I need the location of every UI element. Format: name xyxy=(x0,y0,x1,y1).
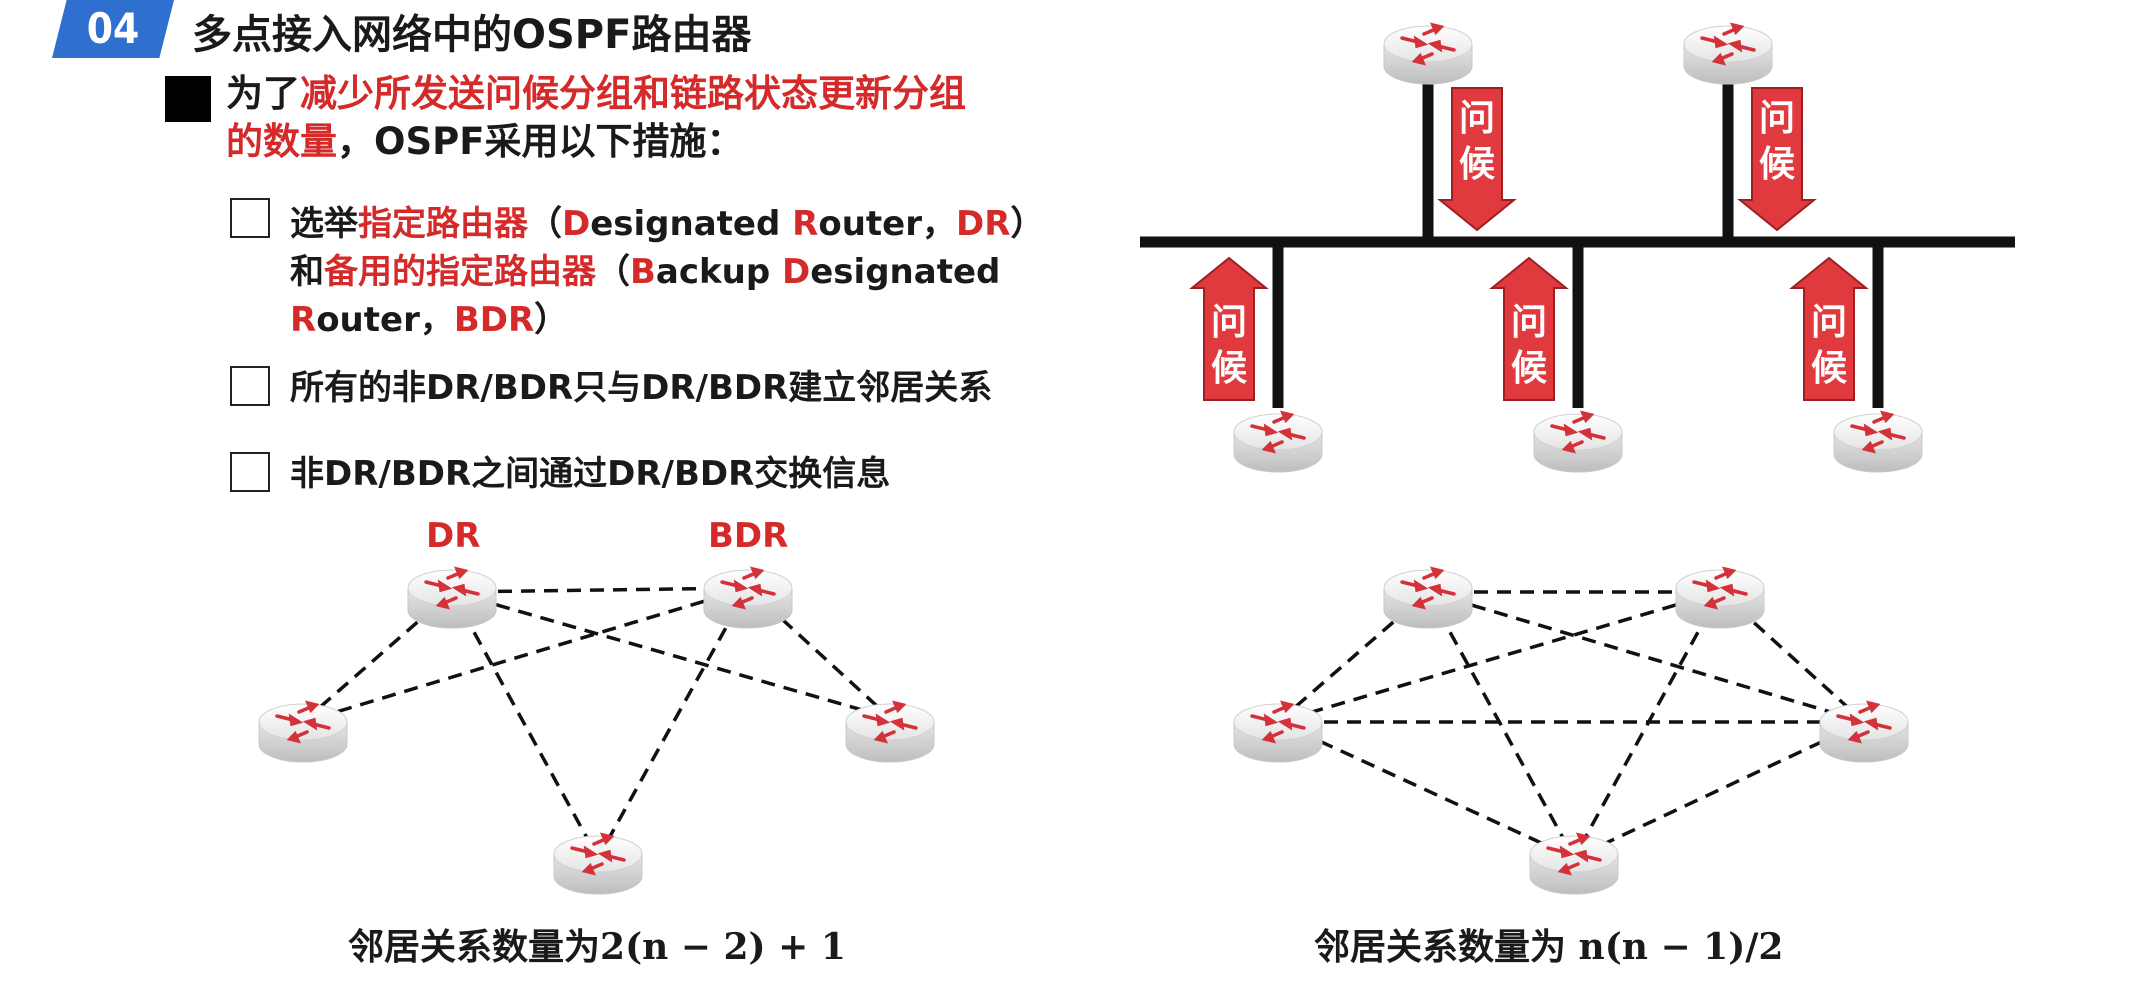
item-exchange-via-dr: 非DR/BDR之间通过DR/BDR交换信息 xyxy=(290,454,891,494)
router-icon xyxy=(1382,23,1474,86)
item1-text: （ xyxy=(596,252,630,292)
intro-prefix: 为了 xyxy=(226,72,300,115)
router-icon xyxy=(1818,701,1910,764)
hello-label: 问候 xyxy=(1810,302,1847,389)
item1-text: ） xyxy=(534,300,569,340)
hello-label: 问候 xyxy=(1210,302,1247,389)
intro-suffix: ，OSPF采用以下措施： xyxy=(337,120,744,163)
hello-arrow-up-icon xyxy=(1189,256,1869,401)
dr-formula: 邻居关系数量为2(n − 2) + 1 xyxy=(348,918,846,970)
hello-label: 问候 xyxy=(1458,98,1495,185)
intro-highlight-1: 减少所发送问候分组和链路状态更新分组 xyxy=(300,72,966,115)
item1-text: R xyxy=(792,204,819,244)
intro-highlight-2: 的数量 xyxy=(226,120,337,163)
router-icon xyxy=(1382,567,1474,630)
full-mesh-links xyxy=(1276,590,1866,860)
router-icon xyxy=(1832,411,1924,474)
bullet-square-icon xyxy=(165,76,211,122)
router-icon xyxy=(1232,411,1324,474)
item1-text: B xyxy=(630,252,656,292)
bus-network xyxy=(1140,80,2015,408)
item1-text: ） xyxy=(1010,204,1045,244)
item1-text: 选举 xyxy=(290,204,358,244)
dr-label: DR xyxy=(426,516,481,556)
router-icon xyxy=(1674,567,1766,630)
checkbox-icon xyxy=(230,366,270,406)
router-icon xyxy=(1528,833,1620,896)
router-icon xyxy=(844,701,936,764)
router-icon xyxy=(552,833,644,896)
router-dr-icon xyxy=(406,567,498,630)
mesh-formula-math: n(n − 1)/2 xyxy=(1578,926,1784,968)
item1-text: outer， xyxy=(316,300,454,340)
bdr-label: BDR xyxy=(708,516,789,556)
dr-formula-math: 2(n − 2) + 1 xyxy=(600,926,846,968)
page-title: 多点接入网络中的OSPF路由器 xyxy=(192,12,752,58)
router-icon xyxy=(1532,411,1624,474)
checkbox-icon xyxy=(230,198,270,238)
router-icon xyxy=(1682,23,1774,86)
item1-text: D xyxy=(562,204,591,244)
item1-text: R xyxy=(290,300,317,340)
dr-bdr-links xyxy=(301,586,892,859)
hello-arrow-down-icon xyxy=(1437,87,1817,232)
mesh-formula-text: 邻居关系数量为 xyxy=(1314,927,1579,968)
item1-text: 和 xyxy=(290,252,324,292)
item1-text: 指定路由器 xyxy=(358,204,528,244)
item1-text: outer， xyxy=(818,204,957,244)
router-bdr-icon xyxy=(702,567,794,630)
dr-formula-text: 邻居关系数量为 xyxy=(348,927,601,968)
router-icon xyxy=(1232,701,1324,764)
item1-text: （ xyxy=(528,204,562,244)
router-icon xyxy=(257,701,349,764)
checkbox-icon xyxy=(230,452,270,492)
item1-text: esignated xyxy=(810,252,1001,292)
mesh-formula: 邻居关系数量为 n(n − 1)/2 xyxy=(1314,918,1783,970)
item1-text: DR xyxy=(956,204,1011,244)
item1-text: esignated xyxy=(590,204,793,244)
item1-text: BDR xyxy=(453,300,535,340)
hello-label: 问候 xyxy=(1758,98,1795,185)
hello-label: 问候 xyxy=(1510,302,1547,389)
intro-text: 为了减少所发送问候分组和链路状态更新分组 的数量，OSPF采用以下措施： xyxy=(226,70,966,166)
section-badge: 04 xyxy=(52,0,174,58)
item1-text: D xyxy=(782,252,811,292)
item-neighbor-only: 所有的非DR/BDR只与DR/BDR建立邻居关系 xyxy=(290,368,993,408)
item1-text: 备用的指定路由器 xyxy=(324,252,596,292)
item1-text: ackup xyxy=(655,252,783,292)
item-dr-bdr: 选举指定路由器（Designated Router，DR） 和备用的指定路由器（… xyxy=(290,200,1044,344)
